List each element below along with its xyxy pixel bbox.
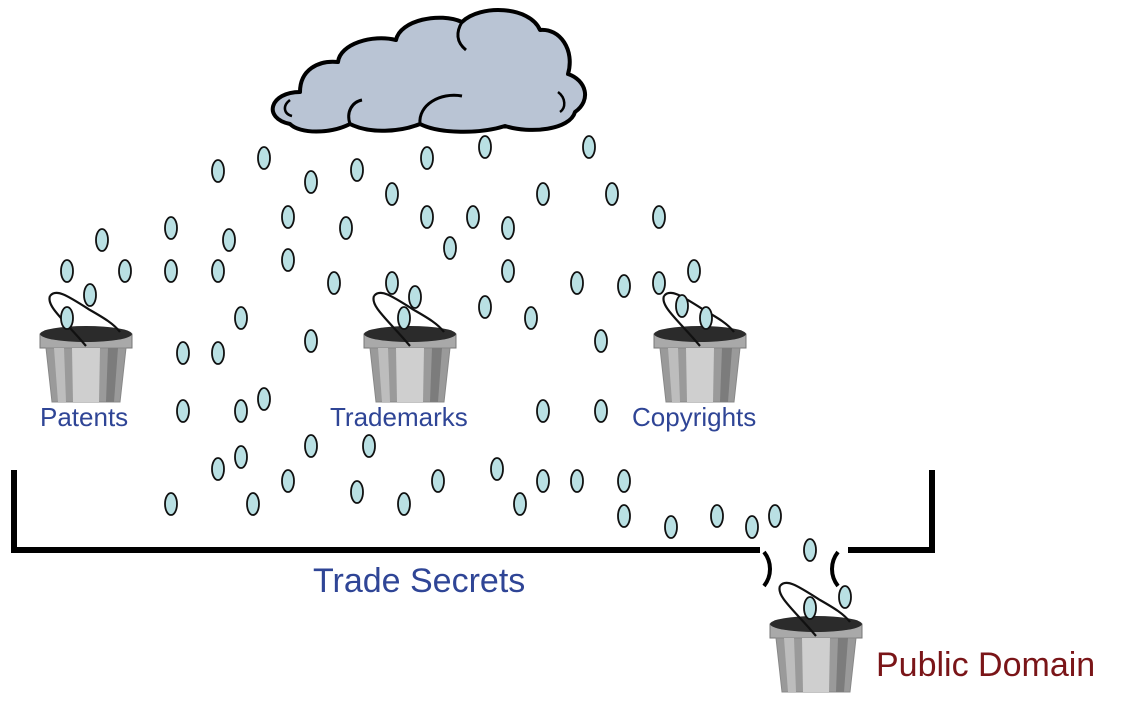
raindrop-icon [443,236,457,260]
raindrop-icon [164,259,178,283]
raindrops [60,135,852,620]
leak-gap-left [762,550,772,588]
raindrop-icon [83,283,97,307]
raindrop-icon [211,341,225,365]
raindrop-icon [304,170,318,194]
raindrop-icon [617,504,631,528]
raindrop-icon [327,271,341,295]
raindrop-icon [176,341,190,365]
raindrop-icon [570,271,584,295]
raindrop-icon [652,205,666,229]
raindrop-icon [234,306,248,330]
raindrop-icon [478,295,492,319]
raindrop-icon [710,504,724,528]
raindrop-icon [257,387,271,411]
raindrop-icon [211,159,225,183]
raindrop-icon [60,306,74,330]
raindrop-icon [350,480,364,504]
raindrop-icon [524,306,538,330]
raindrop-icon [164,216,178,240]
raindrop-icon [408,285,422,309]
raindrop-icon [501,259,515,283]
copyrights-label: Copyrights [632,402,757,432]
raindrop-icon [420,146,434,170]
raindrop-icon [95,228,109,252]
raindrop-icon [211,259,225,283]
raindrop-icon [397,492,411,516]
raindrop-icon [768,504,782,528]
trade-secrets-boundary [11,470,935,588]
raindrop-icon [478,135,492,159]
raindrop-icon [234,445,248,469]
raindrop-icon [362,434,376,458]
raindrop-icon [617,274,631,298]
raindrop-icon [536,182,550,206]
public-domain-label: Public Domain [876,646,1096,684]
raindrop-icon [164,492,178,516]
raindrop-icon [431,469,445,493]
raindrop-icon [652,271,666,295]
patents-bucket-icon [38,291,134,404]
raindrop-icon [350,158,364,182]
raindrop-icon [513,492,527,516]
raindrop-icon [246,492,260,516]
trademarks-label: Trademarks [330,402,468,432]
copyrights-bucket-icon [652,291,748,404]
raindrop-icon [617,469,631,493]
cloud-icon [270,8,587,134]
raindrop-icon [385,182,399,206]
raindrop-icon [339,216,353,240]
raindrop-icon [397,306,411,330]
raindrop-icon [281,205,295,229]
raindrop-icon [501,216,515,240]
raindrop-icon [594,399,608,423]
raindrop-icon [257,146,271,170]
raindrop-icon [281,469,295,493]
raindrop-icon [234,399,248,423]
raindrop-icon [536,469,550,493]
raindrop-icon [490,457,504,481]
raindrop-icon [420,205,434,229]
raindrop-icon [176,399,190,423]
raindrop-icon [605,182,619,206]
raindrop-icon [803,538,817,562]
raindrop-icon [687,259,701,283]
raindrop-icon [838,585,852,609]
raindrop-icon [281,248,295,272]
raindrop-icon [304,329,318,353]
raindrop-icon [118,259,132,283]
trade-secrets-label: Trade Secrets [313,562,526,600]
raindrop-icon [385,271,399,295]
trademarks-bucket-icon [362,291,458,404]
leak-gap-right [830,550,840,588]
raindrop-icon [582,135,596,159]
raindrop-icon [675,294,689,318]
raindrop-icon [536,399,550,423]
raindrop-icon [211,457,225,481]
raindrop-icon [664,515,678,539]
raindrop-icon [803,596,817,620]
raindrop-icon [466,205,480,229]
patents-label: Patents [40,402,129,432]
raindrop-icon [570,469,584,493]
raindrop-icon [745,515,759,539]
raindrop-icon [304,434,318,458]
raindrop-icon [699,306,713,330]
raindrop-icon [60,259,74,283]
raindrop-icon [222,228,236,252]
raindrop-icon [594,329,608,353]
